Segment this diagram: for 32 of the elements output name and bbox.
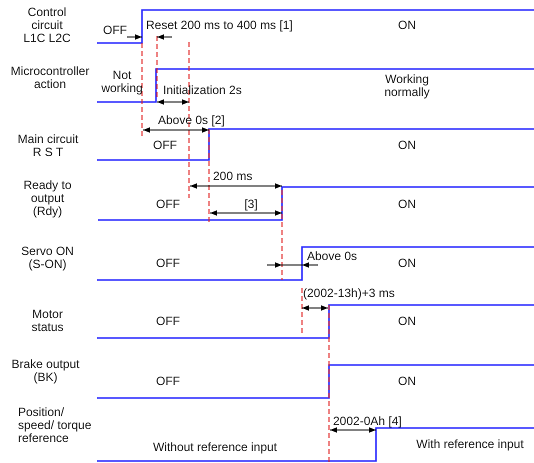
state-label: With reference input (415, 438, 525, 451)
signal-name: Brake output (BK) (10, 358, 81, 384)
timing-label: [3] (243, 198, 259, 211)
state-label: OFF (152, 139, 178, 152)
timing-label: (2002-13h)+3 ms (303, 287, 395, 300)
state-label: Working normally (383, 73, 431, 99)
timing-label: Reset 200 ms to 400 ms [1] (146, 19, 293, 32)
signal-name: Servo ON (S-ON) (20, 245, 75, 271)
signal-name: Ready to output (Rdy) (22, 179, 73, 218)
state-label: ON (397, 315, 417, 328)
signal-name: Position/ speed/ torque reference (18, 406, 92, 445)
timing-label: Above 0s [2] (158, 114, 225, 127)
timing-label: Initialization 2s (163, 84, 242, 97)
state-label: OFF (155, 375, 181, 388)
state-label: OFF (155, 257, 181, 270)
state-label: Not working (100, 69, 144, 95)
timing-label: 200 ms (213, 170, 252, 183)
state-label: Without reference input (152, 441, 278, 454)
state-label: ON (397, 19, 417, 32)
signal-name: Main circuit R S T (16, 133, 80, 159)
state-label: ON (397, 139, 417, 152)
signal-name: Microcontroller action (10, 65, 90, 91)
signal-name: Control circuit L1C L2C (22, 6, 72, 45)
timing-label: 2002-0Ah [4] (333, 415, 402, 428)
signal-name: Motor status (30, 308, 64, 334)
state-label: OFF (102, 24, 128, 37)
state-label: ON (397, 257, 417, 270)
timing-label: Above 0s (307, 250, 358, 263)
state-label: ON (397, 375, 417, 388)
state-label: OFF (155, 198, 181, 211)
state-label: ON (397, 198, 417, 211)
state-label: OFF (155, 315, 181, 328)
